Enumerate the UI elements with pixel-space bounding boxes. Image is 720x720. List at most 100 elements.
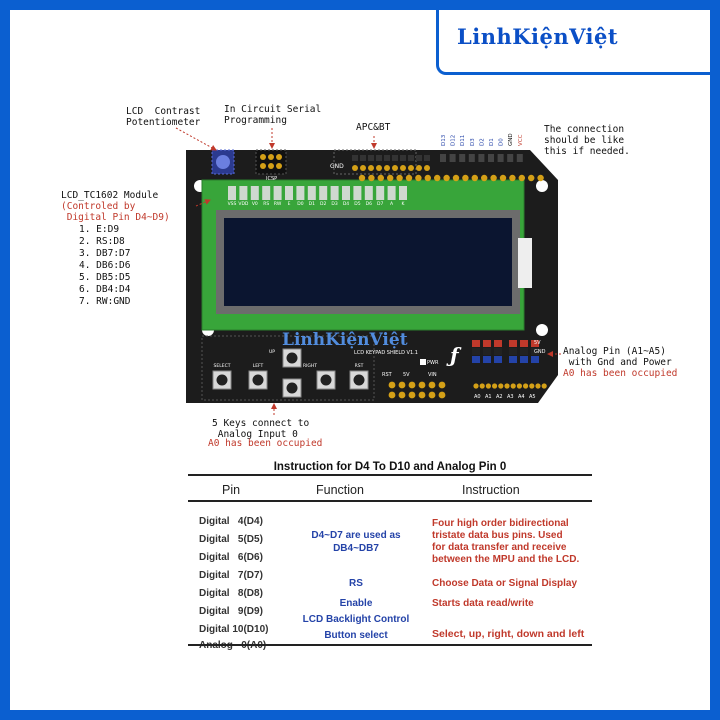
arrow-module: [195, 199, 211, 207]
table-row-pin: Digital 4(D4): [199, 516, 263, 527]
power-pin: [398, 381, 406, 389]
shield-label: LCD KEYPAD SHIELD V1.1: [354, 350, 418, 356]
apc-pin: [408, 165, 414, 171]
module-title: LCD_TC1602 Module: [61, 190, 159, 201]
apc-pins: [352, 155, 430, 171]
top-pin: [478, 154, 485, 162]
table-row-pin: Digital 9(D9): [199, 606, 263, 617]
top-pin-label: D2: [479, 138, 485, 146]
analog-solder-pin: [498, 383, 504, 389]
analog-solder-pin: [473, 383, 479, 389]
analog-header-pin: [531, 348, 539, 355]
digital-header-pin: [490, 174, 497, 182]
analog-solder-pin: [529, 383, 535, 389]
digital-header-pin: [415, 174, 422, 182]
lcd-pin: [296, 186, 305, 200]
apc-pin-top: [384, 155, 390, 161]
connection-note: The connection should be like this if ne…: [544, 124, 630, 157]
power-pin: [408, 381, 416, 389]
icsp-label: In Circuit Serial Programming: [224, 104, 322, 126]
digital-header-pin: [387, 174, 394, 182]
power-pin: [438, 381, 446, 389]
top-pin: [459, 154, 466, 162]
lcd-pin-label: RW: [274, 201, 282, 207]
lcd-pin-label: K: [402, 201, 406, 207]
lcd-pin-label: A: [390, 201, 394, 207]
power-pin: [428, 391, 436, 399]
apc-pin: [376, 165, 382, 171]
table-row-pin: Digital 6(D6): [199, 552, 263, 563]
analog-header-pin: [531, 340, 539, 347]
power-label: VIN: [428, 372, 437, 378]
top-pin-label: D0: [499, 138, 505, 146]
table-header-rule: [188, 500, 592, 502]
apc-pin-top: [400, 155, 406, 161]
analog-label: A3: [507, 394, 514, 400]
apc-pin-top: [376, 155, 382, 161]
group-function: D4~D7 are used as DB4~DB7: [311, 530, 401, 554]
lcd-backlight-tab: [518, 238, 532, 288]
power-pin: [388, 391, 396, 399]
watermark-text: LinhKiệnViệt: [282, 330, 408, 350]
icsp-pin: [260, 163, 266, 169]
button-label: RIGHT: [303, 363, 317, 369]
button-cap: [286, 382, 298, 394]
module-subtitle: (Controled by Digital Pin D4~D9): [61, 201, 170, 223]
analog-header-pin: [520, 348, 528, 355]
apc-pin-top: [392, 155, 398, 161]
analog-header-pin: [483, 348, 491, 355]
table-top-rule: [188, 474, 592, 476]
button-label: SELECT: [214, 363, 231, 369]
lcd-pin: [319, 186, 328, 200]
analog-solder-pin: [492, 383, 498, 389]
table-row-pin: Digital 10(D10): [199, 624, 269, 635]
group-instruction: Four high order bidirectional tristate d…: [432, 518, 580, 565]
analog-header-pin: [509, 348, 517, 355]
power-pin: [388, 381, 396, 389]
keys-label: 5 Keys connect to Analog Input 0: [212, 418, 310, 440]
lcd-pin-label: VSS: [228, 201, 237, 207]
gnd-label: GND: [330, 163, 344, 170]
keys-occupied-note: A0 has been occupied: [208, 438, 323, 449]
top-pin: [488, 154, 494, 162]
icsp-pin: [268, 154, 274, 160]
page-content: LinhKiệnViệt LCD Contrast Potentiometer …: [10, 10, 710, 710]
apc-pin-top: [352, 155, 358, 161]
lcd-pin-label: D6: [366, 201, 372, 207]
lcd-pin: [353, 186, 362, 200]
digital-header-pin: [471, 174, 478, 182]
apc-pin: [352, 165, 358, 171]
digital-header-pin: [377, 174, 384, 182]
apc-pin: [368, 165, 374, 171]
top-pin-label: GND: [508, 133, 514, 146]
lcd-pin: [364, 186, 373, 200]
apc-pin-top: [360, 155, 366, 161]
analog-solder-pin: [479, 383, 485, 389]
header-function: Function: [316, 483, 364, 497]
lcd-screen: [224, 218, 512, 306]
digital-header-pin: [358, 174, 366, 182]
analog-header-pin: [520, 356, 528, 363]
module-pin-item: 4. DB6:D6: [79, 260, 131, 271]
analog-header-pin: [531, 356, 539, 363]
icsp-header: [255, 149, 287, 175]
analog-label: A2: [496, 394, 503, 400]
analog-occupied-note: A0 has been occupied: [563, 368, 678, 379]
digital-header-pin: [434, 174, 441, 182]
row-button-instruction: Select, up, right, down and left: [432, 628, 585, 640]
analog-solder-pin: [541, 383, 547, 389]
table-bottom-rule: [188, 644, 592, 646]
lcd-pin-label: VDD: [238, 201, 249, 207]
lcd-pin: [285, 186, 293, 200]
keypad-area: [201, 335, 375, 401]
analog-header-pin: [483, 340, 491, 347]
digital-header-pin: [405, 174, 413, 182]
button-cap: [320, 374, 332, 386]
analog-header-pin: [494, 340, 502, 347]
row-enable-instruction: Starts data read/write: [432, 598, 534, 609]
